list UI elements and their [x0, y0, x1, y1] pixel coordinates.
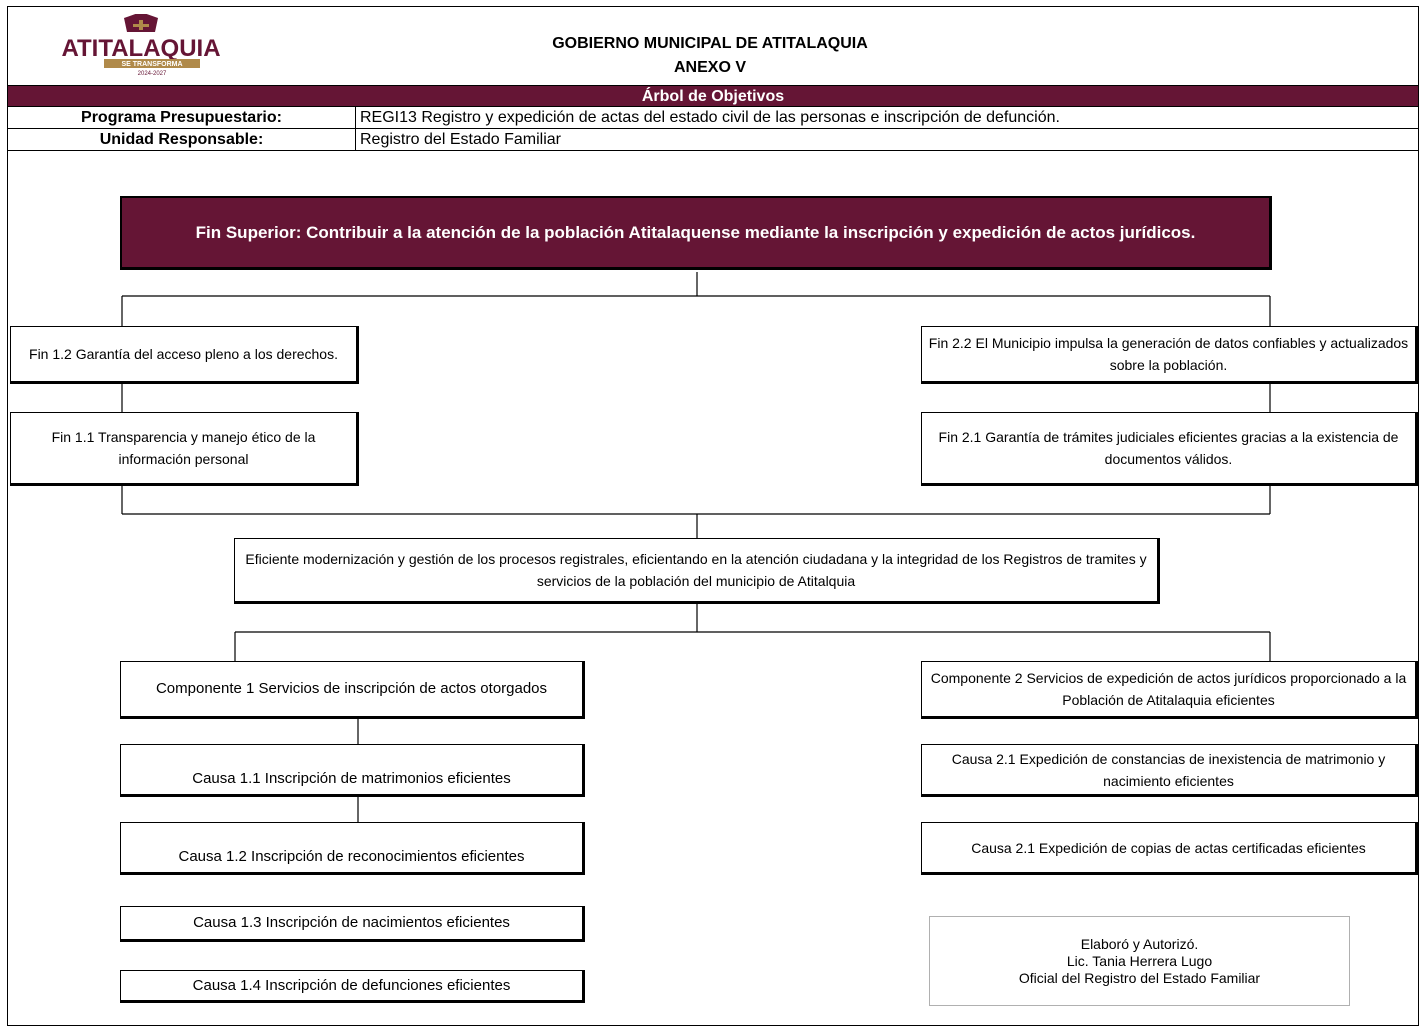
fin-1-2-box: Fin 1.2 Garantía del acceso pleno a los …	[10, 326, 359, 384]
unit-value: Registro del Estado Familiar	[360, 131, 561, 148]
unit-label: Unidad Responsable:	[8, 129, 356, 150]
program-label: Programa Presupuestario:	[8, 107, 356, 128]
signature-block: Elaboró y Autorizó. Lic. Tania Herrera L…	[929, 916, 1350, 1006]
signature-line-2: Lic. Tania Herrera Lugo	[1066, 952, 1213, 969]
causa-2-1a-box: Causa 2.1 Expedición de constancias de i…	[921, 744, 1418, 797]
section-band: Árbol de Objetivos	[8, 85, 1418, 107]
causa-2-1b-box: Causa 2.1 Expedición de copias de actas …	[921, 822, 1418, 875]
signature-line-3: Oficial del Registro del Estado Familiar	[1018, 969, 1261, 986]
causa-1-3-box: Causa 1.3 Inscripción de nacimientos efi…	[120, 906, 585, 942]
proposito-box: Eficiente modernización y gestión de los…	[234, 538, 1160, 604]
program-value: REGI13 Registro y expedición de actas de…	[360, 109, 1060, 126]
svg-text:2024-2027: 2024-2027	[138, 71, 167, 77]
atitalaquia-logo: ATITALAQUIA SE TRANSFORMA 2024-2027	[36, 12, 246, 84]
causa-1-4-box: Causa 1.4 Inscripción de defunciones efi…	[120, 970, 585, 1003]
svg-text:ATITALAQUIA: ATITALAQUIA	[61, 35, 220, 62]
svg-text:SE TRANSFORMA: SE TRANSFORMA	[121, 61, 182, 68]
fin-superior-box: Fin Superior: Contribuir a la atención d…	[120, 196, 1272, 270]
annex-subtitle: ANEXO V	[673, 59, 746, 76]
fin-2-1-box: Fin 2.1 Garantía de trámites judiciales …	[921, 412, 1418, 486]
causa-1-2-box: Causa 1.2 Inscripción de reconocimientos…	[120, 822, 585, 875]
fin-1-1-box: Fin 1.1 Transparencia y manejo ético de …	[10, 412, 359, 486]
causa-1-1-box: Causa 1.1 Inscripción de matrimonios efi…	[120, 744, 585, 797]
signature-line-1: Elaboró y Autorizó.	[1080, 935, 1199, 952]
fin-2-2-box: Fin 2.2 El Municipio impulsa la generaci…	[921, 326, 1418, 384]
program-row: Programa Presupuestario: REGI13 Registro…	[8, 107, 1418, 129]
page-title: GOBIERNO MUNICIPAL DE ATITALAQUIA	[552, 35, 868, 52]
unit-row: Unidad Responsable: Registro del Estado …	[8, 129, 1418, 151]
componente-2-box: Componente 2 Servicios de expedición de …	[921, 661, 1418, 719]
componente-1-box: Componente 1 Servicios de inscripción de…	[120, 661, 585, 719]
page-frame	[7, 6, 1419, 1026]
